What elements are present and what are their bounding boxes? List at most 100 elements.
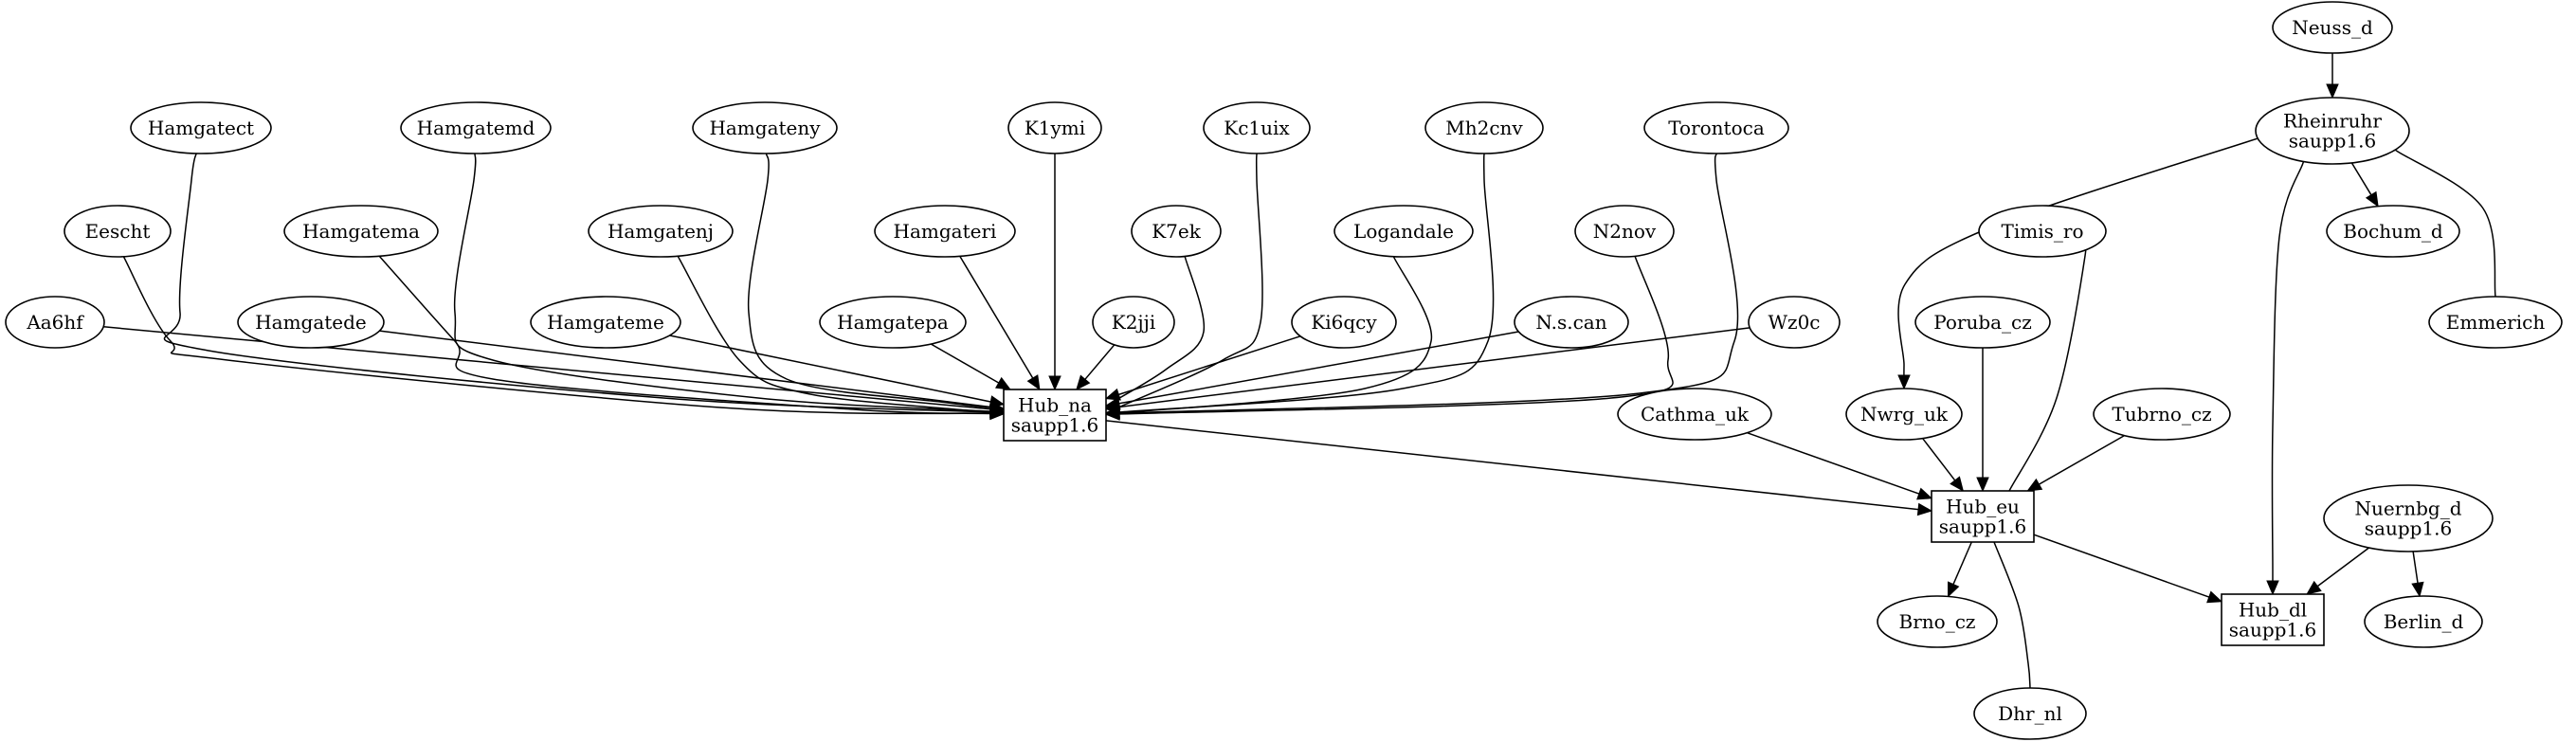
edge-hamgatemd-to-hub-na bbox=[453, 153, 1006, 418]
node-ellipse bbox=[530, 296, 681, 349]
edge-line bbox=[1105, 420, 1919, 511]
node-hamgatede: Hamgatede bbox=[237, 296, 385, 349]
node-label: Berlin_d bbox=[2384, 610, 2464, 633]
node-nwrg-uk: Nwrg_uk bbox=[1845, 388, 1963, 441]
node-ellipse bbox=[1574, 205, 1675, 258]
node-ellipse bbox=[819, 296, 967, 349]
edge-line bbox=[930, 343, 1000, 384]
edge-k1ymi-to-hub-na bbox=[1048, 154, 1061, 391]
node-label: Hub_dl bbox=[2239, 599, 2307, 622]
node-ki6qcy: Ki6qcy bbox=[1291, 296, 1397, 349]
edge-line bbox=[163, 153, 991, 413]
node-label: Hamgateny bbox=[709, 117, 821, 139]
edge-hub-eu-to-dhr-nl bbox=[1991, 536, 2031, 691]
edge-line bbox=[2005, 243, 2087, 498]
node-aa6hf: Aa6hf bbox=[5, 296, 105, 349]
node-box bbox=[1931, 490, 2035, 543]
edge-line bbox=[1991, 536, 2031, 691]
node-ellipse bbox=[1333, 205, 1474, 258]
node-hamgateme: Hamgateme bbox=[530, 296, 681, 349]
node-bochum-d: Bochum_d bbox=[2326, 205, 2460, 258]
node-label: Hamgatemd bbox=[417, 117, 535, 139]
edge-hamgatepa-to-hub-na bbox=[930, 343, 1012, 390]
node-ellipse bbox=[1092, 296, 1175, 349]
node-kc1uix: Kc1uix bbox=[1203, 101, 1311, 154]
edge-line bbox=[959, 256, 1034, 379]
node-label: Hub_na bbox=[1018, 394, 1092, 417]
node-ellipse bbox=[2093, 388, 2231, 441]
arrowhead bbox=[1076, 374, 1091, 390]
node-n2nov: N2nov bbox=[1574, 205, 1675, 258]
node-label: Wz0c bbox=[1768, 311, 1820, 334]
node-emmerich: Emmerich bbox=[2428, 296, 2563, 349]
node-label: Eescht bbox=[85, 220, 151, 243]
node-label: Rheinruhr bbox=[2283, 110, 2382, 133]
edge-line bbox=[372, 248, 991, 414]
edge-line bbox=[1747, 431, 1920, 495]
node-k7ek: K7ek bbox=[1131, 205, 1222, 258]
edge-line bbox=[1897, 135, 2271, 376]
node-torontoca: Torontoca bbox=[1643, 101, 1789, 154]
node-ellipse bbox=[1291, 296, 1397, 349]
arrowhead bbox=[1897, 374, 1911, 390]
arrowhead bbox=[1026, 374, 1041, 391]
node-k2jji: K2jji bbox=[1092, 296, 1175, 349]
edge-rheinruhr-to-hub-dl bbox=[2266, 156, 2307, 596]
node-label: Kc1uix bbox=[1224, 117, 1290, 139]
node-hamgateri: Hamgateri bbox=[874, 205, 1016, 258]
node-hamgatect: Hamgatect bbox=[130, 101, 272, 154]
node-ellipse bbox=[1748, 296, 1841, 349]
node-cathma-uk: Cathma_uk bbox=[1617, 388, 1772, 441]
node-ellipse bbox=[63, 205, 172, 258]
node-label: Nuernbg_d bbox=[2354, 498, 2461, 520]
node-label: saupp1.6 bbox=[2289, 130, 2376, 153]
arrowhead bbox=[1916, 502, 1933, 516]
node-ellipse bbox=[2255, 97, 2410, 165]
edge-line bbox=[453, 153, 991, 412]
node-eescht: Eescht bbox=[63, 205, 172, 258]
node-label: Poruba_cz bbox=[1933, 311, 2032, 334]
edge-line bbox=[1118, 335, 1301, 396]
node-neuss-d: Neuss_d bbox=[2272, 1, 2393, 54]
arrowhead bbox=[2365, 190, 2379, 208]
node-ellipse bbox=[874, 205, 1016, 258]
node-n-s-can: N.s.can bbox=[1514, 296, 1629, 349]
edge-nuernbg-d-to-hub-dl bbox=[2306, 547, 2370, 595]
node-hamgatema: Hamgatema bbox=[283, 205, 439, 258]
edge-k2jji-to-hub-na bbox=[1076, 344, 1116, 390]
node-label: Hamgateri bbox=[894, 220, 997, 243]
node-k1ymi: K1ymi bbox=[1007, 101, 1102, 154]
edge-line bbox=[669, 335, 991, 403]
node-label: Brno_cz bbox=[1899, 610, 1976, 633]
node-hamgatenj: Hamgatenj bbox=[588, 205, 734, 258]
node-label: Hamgatect bbox=[148, 117, 254, 139]
node-label: Logandale bbox=[1353, 220, 1454, 243]
node-label: K7ek bbox=[1152, 220, 1202, 243]
edge-rheinruhr-to-bochum-d bbox=[2350, 162, 2379, 208]
node-brno-cz: Brno_cz bbox=[1877, 595, 1998, 648]
arrowhead bbox=[1976, 477, 1989, 493]
node-ellipse bbox=[1845, 388, 1963, 441]
node-label: saupp1.6 bbox=[2365, 517, 2452, 540]
node-label: Hamgatema bbox=[302, 220, 420, 243]
node-ellipse bbox=[1203, 101, 1311, 154]
edge-line bbox=[1118, 327, 1751, 408]
edge-line bbox=[1952, 541, 1972, 585]
node-label: Bochum_d bbox=[2343, 220, 2443, 243]
node-label: Emmerich bbox=[2446, 311, 2546, 334]
arrowhead bbox=[1948, 581, 1960, 598]
edge-line bbox=[2412, 551, 2419, 584]
node-ellipse bbox=[1617, 388, 1772, 441]
edge-wz0c-to-hub-na bbox=[1104, 327, 1751, 414]
node-label: N2nov bbox=[1593, 220, 1657, 243]
edge-line bbox=[2039, 434, 2125, 485]
arrowhead bbox=[1916, 487, 1933, 500]
node-label: Cathma_uk bbox=[1641, 403, 1750, 425]
edge-ki6qcy-to-hub-na bbox=[1104, 335, 1301, 401]
edge-hamgateny-to-hub-na bbox=[747, 153, 1006, 414]
edge-hub-na-to-hub-eu bbox=[1105, 420, 1933, 516]
